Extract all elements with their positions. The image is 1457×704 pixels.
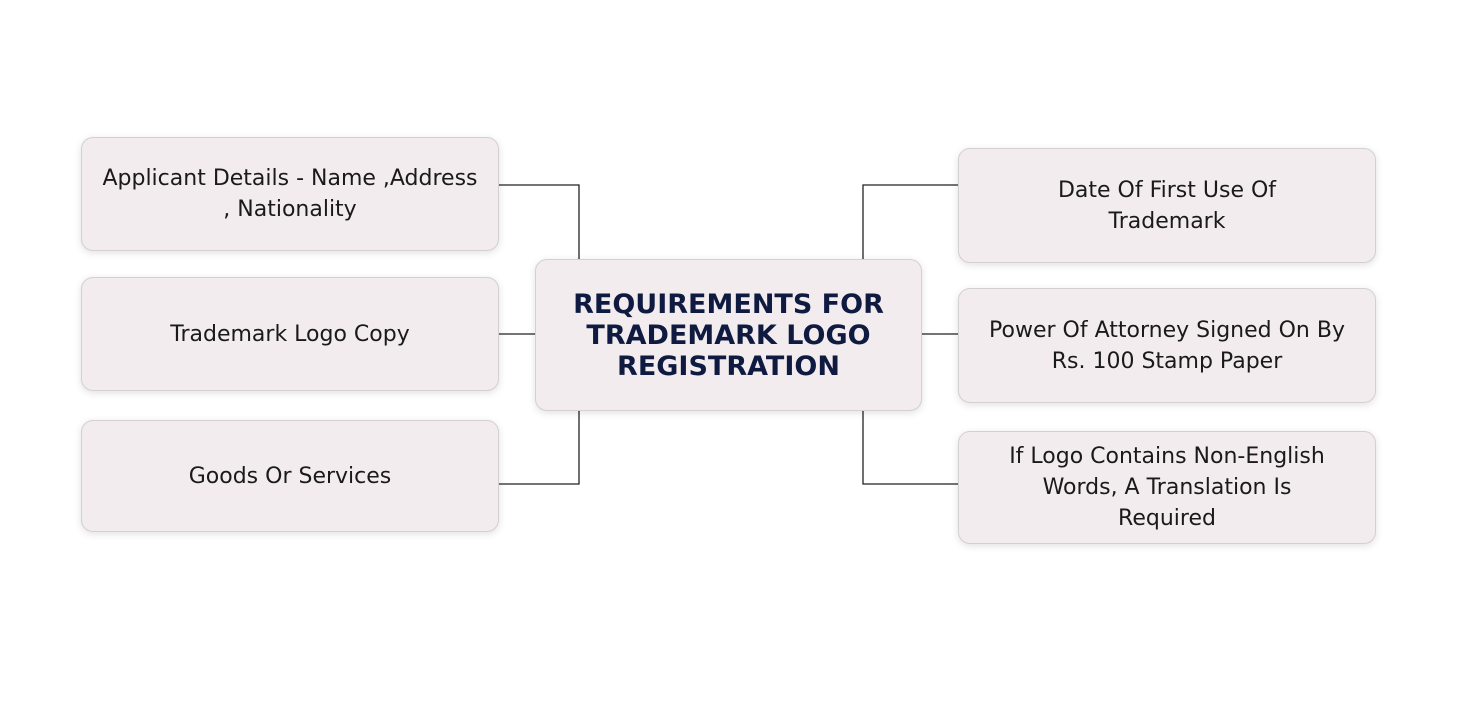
connector-left-1 — [499, 184, 580, 260]
node-label: Power Of Attorney Signed On By Rs. 100 S… — [989, 317, 1345, 374]
right-node-2: Power Of Attorney Signed On By Rs. 100 S… — [958, 288, 1376, 403]
connector-right-1 — [862, 184, 958, 260]
right-node-1: Date Of First Use Of Trademark — [958, 148, 1376, 263]
node-label: If Logo Contains Non-English Words, A Tr… — [1009, 444, 1325, 531]
right-node-3: If Logo Contains Non-English Words, A Tr… — [958, 431, 1376, 544]
node-label: Date Of First Use Of Trademark — [1057, 177, 1277, 234]
node-label: Trademark Logo Copy — [170, 321, 410, 347]
connector-right-3 — [862, 410, 958, 485]
center-title: REQUIREMENTS FOR TRADEMARK LOGO REGISTRA… — [573, 288, 884, 382]
left-node-2: Trademark Logo Copy — [81, 277, 499, 391]
left-node-1: Applicant Details - Name ,Address , Nati… — [81, 137, 499, 251]
node-label: Goods Or Services — [188, 463, 392, 489]
connector-left-3 — [499, 410, 580, 485]
node-label: Applicant Details - Name ,Address , Nati… — [102, 166, 478, 222]
center-node: REQUIREMENTS FOR TRADEMARK LOGO REGISTRA… — [535, 259, 922, 411]
left-node-3: Goods Or Services — [81, 420, 499, 532]
